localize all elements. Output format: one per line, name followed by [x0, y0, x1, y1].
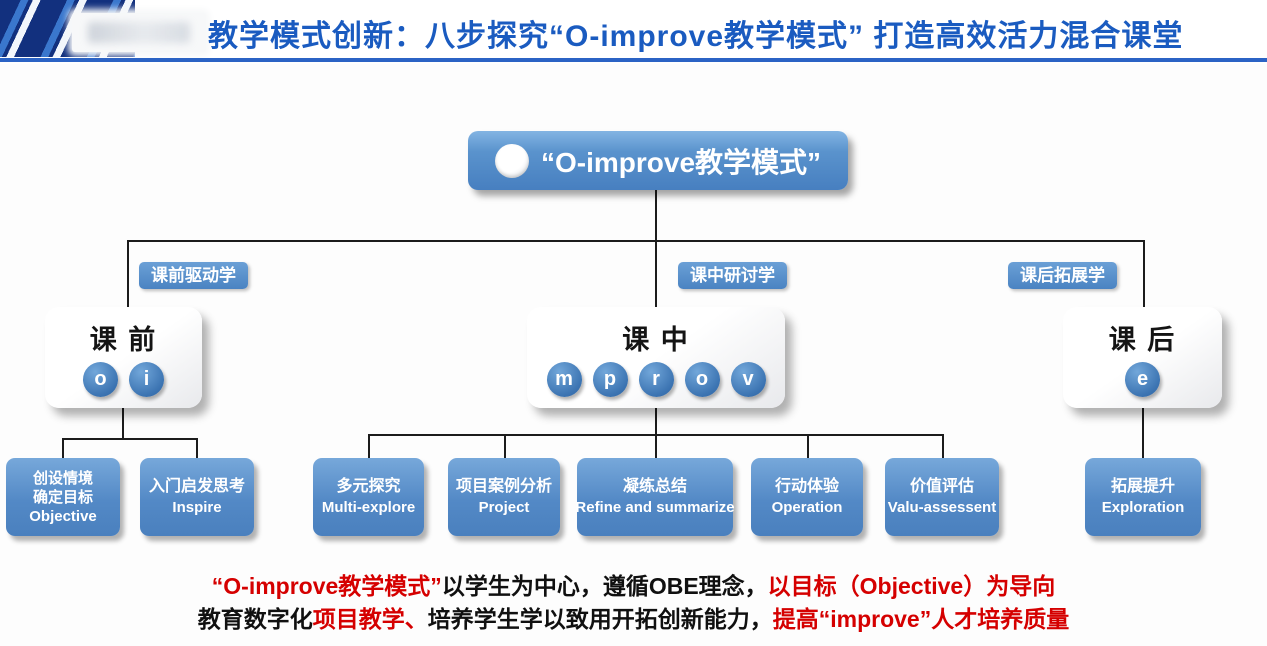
leaf-refine-summarize: 凝练总结 Refine and summarize: [575, 458, 735, 536]
letter-circle-v: v: [730, 362, 766, 397]
leaf-text: 拓展提升: [1110, 478, 1175, 495]
connector-line: [368, 434, 944, 436]
letter-circle-p: p: [592, 362, 628, 397]
letter-circles: o i: [83, 362, 164, 397]
page-title: 教学模式创新：八步探究“O-improve教学模式” 打造高效活力混合课堂: [208, 20, 1184, 53]
leaf-text: Refine and summarize: [575, 499, 735, 516]
header-divider: [0, 58, 1267, 62]
leaf-text: 行动体验: [774, 478, 839, 495]
redacted-logo: [72, 13, 206, 52]
leaf-text: 多元探究: [336, 478, 401, 495]
root-node-label: “O-improve教学模式”: [540, 146, 822, 178]
letter-circle-e: e: [1125, 362, 1160, 397]
connector-line: [127, 240, 1145, 242]
leaf-text: Multi-explore: [321, 499, 416, 516]
leaf-text: 创设情境: [32, 469, 93, 487]
leaf-exploration: 拓展提升 Exploration: [1085, 458, 1201, 536]
connector-line: [122, 407, 124, 440]
circle-bullet-icon: [494, 143, 529, 178]
leaf-text: Valu-assessent: [887, 499, 997, 516]
connector-line: [62, 438, 64, 458]
letter-circle-r: r: [638, 362, 674, 397]
phase-card-title: 课 后: [1108, 325, 1177, 355]
summary-line-2: 教育数字化项目教学、培养学生学以致用开拓创新能力，提高“improve”人才培养…: [0, 603, 1267, 636]
leaf-text: 价值评估: [909, 478, 974, 495]
letter-circle-m: m: [546, 362, 582, 397]
footer-text-segment: “O-improve教学模式”: [211, 573, 442, 599]
footer-text-segment: 教育数字化: [197, 606, 313, 632]
leaf-text: Project: [478, 499, 530, 516]
connector-line: [127, 240, 129, 307]
footer-text-segment: 以学生为中心，遵循OBE理念，: [441, 573, 768, 599]
connector-line: [655, 190, 657, 241]
leaf-operation: 行动体验 Operation: [751, 458, 863, 536]
phase-card-post-class: 课 后 e: [1063, 307, 1222, 408]
connector-line: [196, 438, 198, 458]
letter-circles: e: [1125, 362, 1160, 397]
leaf-text: 入门启发思考: [148, 478, 245, 495]
leaf-inspire: 入门启发思考 Inspire: [140, 458, 254, 536]
phase-card-pre-class: 课 前 o i: [45, 307, 202, 408]
branch-tag-in-class: 课中研讨学: [678, 262, 787, 289]
phase-card-in-class: 课 中 m p r o v: [527, 307, 785, 408]
connector-line: [1142, 407, 1144, 458]
phase-card-title: 课 中: [622, 325, 690, 355]
root-node: “O-improve教学模式”: [468, 131, 848, 190]
letter-circle-o: o: [684, 362, 720, 397]
summary-text: “O-improve教学模式”以学生为中心，遵循OBE理念，以目标（Object…: [0, 570, 1267, 636]
connector-line: [655, 407, 657, 458]
footer-text-segment: 培养学生学以致用开拓创新能力，: [427, 606, 773, 632]
leaf-text: Exploration: [1101, 499, 1185, 516]
letter-circle-i: i: [129, 362, 164, 397]
leaf-project: 项目案例分析 Project: [448, 458, 560, 536]
footer-text-segment: 项目教学、: [312, 606, 428, 632]
leaf-text: Inspire: [172, 499, 222, 516]
leaf-text: Operation: [771, 499, 843, 516]
leaf-text: Objective: [29, 507, 97, 525]
leaf-text: 凝练总结: [622, 478, 687, 495]
leaf-objective: 创设情境 确定目标 Objective: [6, 458, 120, 536]
connector-line: [1143, 240, 1145, 307]
connector-line: [504, 434, 506, 458]
connector-line: [807, 434, 809, 458]
leaf-value-assessment: 价值评估 Valu-assessent: [885, 458, 999, 536]
connector-line: [62, 438, 198, 440]
connector-line: [942, 434, 944, 458]
connector-line: [655, 240, 657, 307]
slide-header: 教学模式创新：八步探究“O-improve教学模式” 打造高效活力混合课堂: [0, 0, 1267, 64]
leaf-text: 确定目标: [32, 488, 93, 506]
letter-circles: m p r o v: [546, 362, 766, 397]
footer-text-segment: 提高“improve”人才培养质量: [772, 606, 1070, 632]
letter-circle-o: o: [83, 362, 118, 397]
leaf-multi-explore: 多元探究 Multi-explore: [313, 458, 424, 536]
connector-line: [368, 434, 370, 458]
phase-card-title: 课 前: [89, 325, 158, 355]
branch-tag-post-class: 课后拓展学: [1008, 262, 1117, 289]
summary-line-1: “O-improve教学模式”以学生为中心，遵循OBE理念，以目标（Object…: [0, 570, 1267, 603]
leaf-text: 项目案例分析: [455, 478, 552, 495]
branch-tag-pre-class: 课前驱动学: [139, 262, 248, 289]
footer-text-segment: 以目标（Objective）为导向: [767, 573, 1056, 599]
